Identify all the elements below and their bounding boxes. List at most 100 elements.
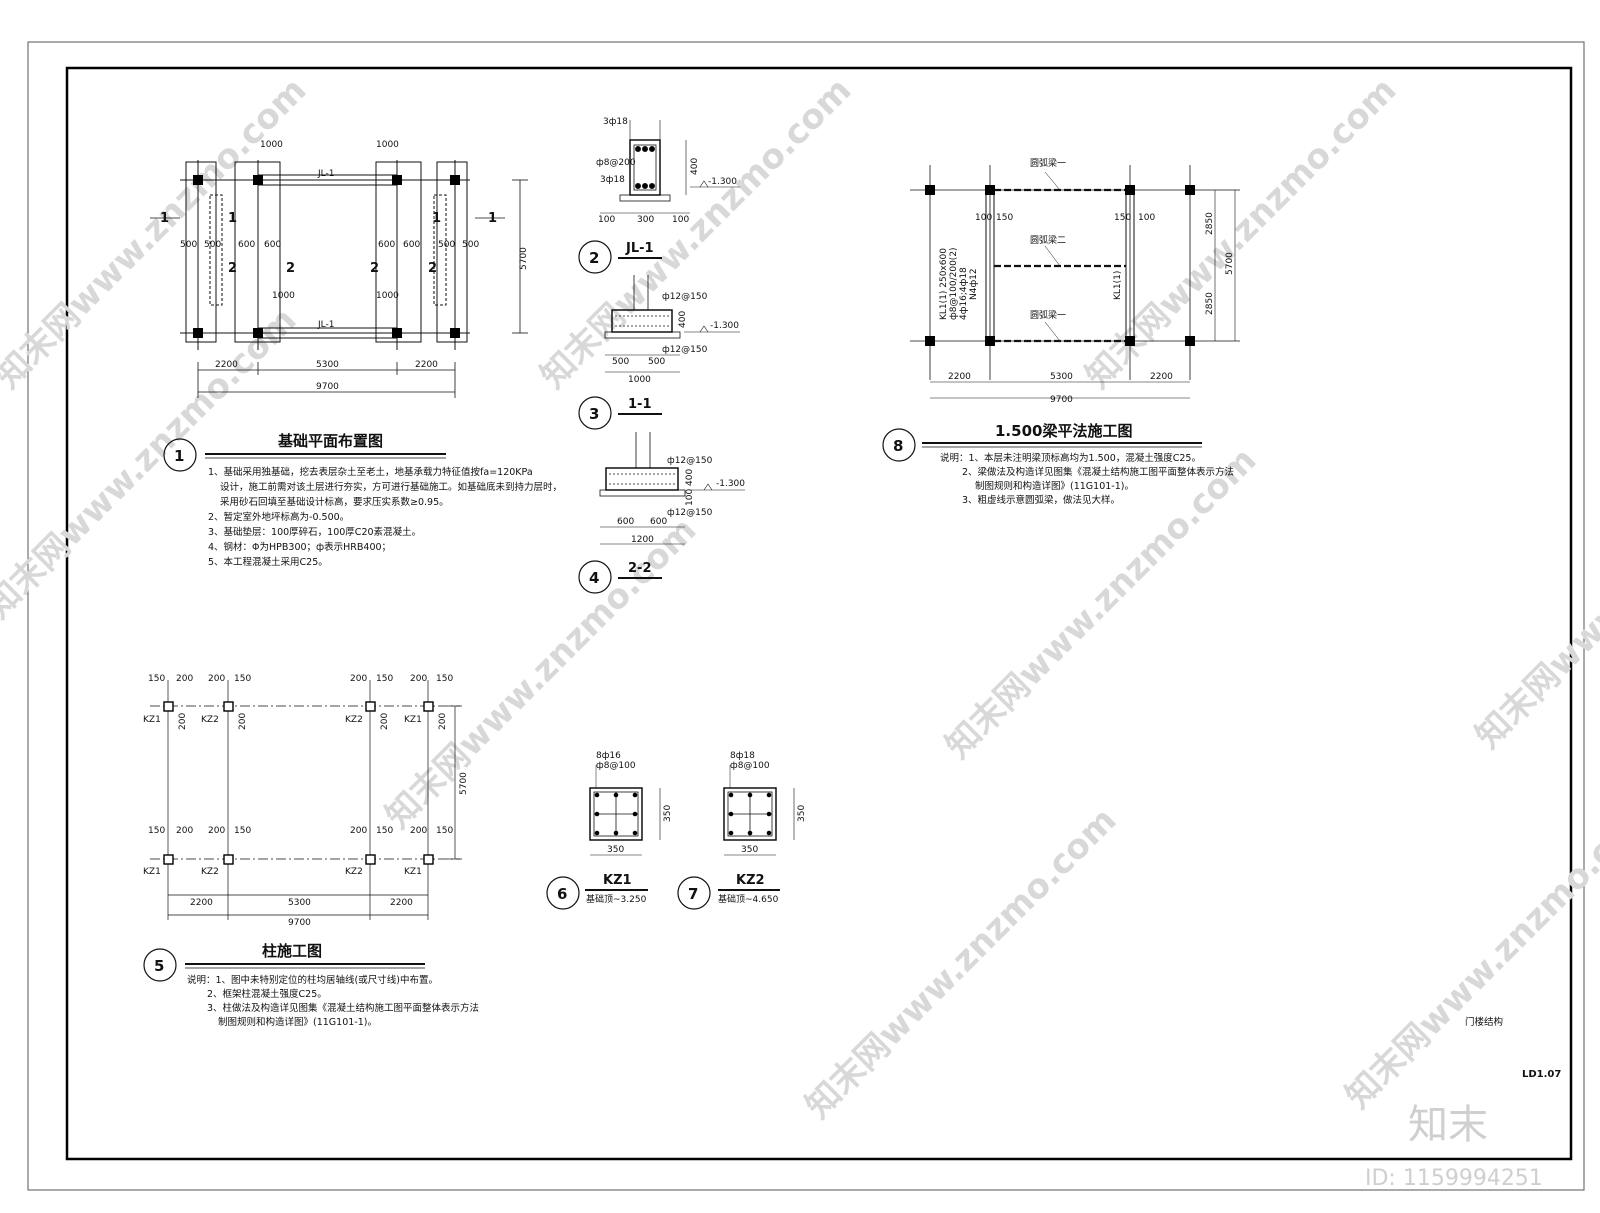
svg-text:6: 6 (557, 885, 567, 903)
svg-text:400: 400 (678, 311, 688, 328)
outer-border (27, 41, 1585, 1191)
svg-text:400: 400 (685, 469, 695, 486)
svg-text:600: 600 (403, 240, 420, 250)
svg-text:200: 200 (410, 826, 427, 836)
column-plan-columns (163, 701, 434, 865)
svg-text:KZ2: KZ2 (201, 715, 219, 725)
svg-text:2: 2 (228, 261, 237, 276)
svg-text:ф12@150: ф12@150 (667, 508, 713, 518)
watermark-text: 知末网www.znzmo.com (798, 800, 1124, 1126)
svg-text:设计，施工前需对该土层进行夯实，方可进行基础施工。如基础底未: 设计，施工前需对该土层进行夯实，方可进行基础施工。如基础底未到持力层时， (220, 481, 562, 493)
svg-text:1000: 1000 (260, 140, 283, 150)
svg-text:1: 1 (432, 211, 441, 226)
svg-text:150: 150 (376, 674, 393, 684)
svg-text:KL1(1) 250x600: KL1(1) 250x600 (939, 248, 949, 320)
svg-text:200: 200 (438, 713, 448, 730)
svg-text:8ф16: 8ф16 (596, 751, 621, 761)
svg-text:1: 1 (228, 211, 237, 226)
svg-text:-1.300: -1.300 (708, 177, 737, 187)
svg-text:-1.300: -1.300 (716, 479, 745, 489)
svg-text:KZ2: KZ2 (201, 867, 219, 877)
svg-text:2、暂定室外地坪标高为-0.500。: 2、暂定室外地坪标高为-0.500。 (208, 511, 349, 523)
foundation-notes: 1、基础采用独基础，挖去表层杂土至老土，地基承载力特征值按fa=120KPa 设… (208, 466, 562, 568)
beam-plan-columns (925, 185, 1195, 346)
drawing-name: 门楼结构 (1465, 1016, 1503, 1028)
svg-text:ф12@150: ф12@150 (662, 345, 708, 355)
svg-text:3ф18: 3ф18 (600, 175, 625, 185)
svg-text:2-2: 2-2 (628, 561, 652, 576)
svg-text:ф12@150: ф12@150 (662, 292, 708, 302)
svg-text:150: 150 (234, 674, 251, 684)
svg-text:制图规则和构造详图》(11G101-1)。: 制图规则和构造详图》(11G101-1)。 (975, 480, 1134, 492)
svg-text:500: 500 (612, 357, 629, 367)
svg-text:2、框架柱混凝土强度C25。: 2、框架柱混凝土强度C25。 (207, 988, 327, 1000)
svg-text:8: 8 (893, 437, 903, 455)
svg-text:5300: 5300 (288, 898, 311, 908)
section-11-text: ф12@150 ф12@150 400 -1.300 500 500 1000 (612, 292, 739, 385)
svg-text:500: 500 (180, 240, 197, 250)
svg-text:9700: 9700 (1050, 395, 1073, 405)
section-22-title: 4 2-2 (578, 560, 662, 594)
svg-text:600: 600 (378, 240, 395, 250)
column-plan-notes: 说明：1、图中未特别定位的柱均居轴线(或尺寸线)中布置。 2、框架柱混凝土强度C… (187, 974, 479, 1028)
svg-text:7: 7 (688, 885, 698, 903)
column-plan (150, 680, 462, 920)
svg-text:KZ1: KZ1 (143, 715, 161, 725)
section-11 (604, 275, 740, 373)
svg-text:100: 100 (685, 489, 695, 506)
svg-text:KZ2: KZ2 (736, 873, 765, 888)
svg-text:1: 1 (174, 447, 184, 465)
svg-text:KZ1: KZ1 (404, 715, 422, 725)
svg-text:2200: 2200 (415, 360, 438, 370)
svg-text:3: 3 (589, 405, 599, 423)
svg-text:基础顶~4.650: 基础顶~4.650 (718, 893, 779, 905)
svg-text:ф8@100/200(2): ф8@100/200(2) (949, 247, 959, 320)
sheet-number: LD1.07 (1522, 1069, 1561, 1080)
svg-text:5、本工程混凝土采用C25。: 5、本工程混凝土采用C25。 (208, 556, 328, 568)
svg-text:圆弧梁一: 圆弧梁一 (1030, 309, 1066, 321)
svg-text:200: 200 (176, 674, 193, 684)
svg-text:2200: 2200 (215, 360, 238, 370)
svg-text:1: 1 (488, 211, 497, 226)
svg-text:4: 4 (589, 569, 599, 587)
svg-text:100: 100 (598, 215, 615, 225)
kz1-text: 8ф16 ф8@100 350 350 (596, 751, 673, 855)
svg-text:4ф16;4ф18: 4ф16;4ф18 (959, 267, 969, 320)
section-jl1-text: 3ф18 ф8@200 3ф18 400 -1.300 100 300 100 (596, 117, 737, 225)
svg-text:200: 200 (238, 713, 248, 730)
svg-text:2: 2 (286, 261, 295, 276)
svg-text:350: 350 (741, 845, 758, 855)
svg-text:JL-1: JL-1 (317, 169, 334, 179)
svg-text:2: 2 (370, 261, 379, 276)
section-11-title: 3 1-1 (578, 396, 662, 430)
svg-text:制图规则和构造详图》(11G101-1)。: 制图规则和构造详图》(11G101-1)。 (218, 1016, 377, 1028)
svg-text:3、柱做法及构造详见图集《混凝土结构施工图平面整体表示方法: 3、柱做法及构造详见图集《混凝土结构施工图平面整体表示方法 (207, 1002, 479, 1014)
svg-text:圆弧梁一: 圆弧梁一 (1030, 157, 1066, 169)
svg-text:2850: 2850 (1205, 292, 1215, 315)
svg-text:2200: 2200 (948, 372, 971, 382)
svg-text:2、梁做法及构造详见图集《混凝土结构施工图平面整体表示方法: 2、梁做法及构造详见图集《混凝土结构施工图平面整体表示方法 (962, 466, 1234, 478)
svg-text:200: 200 (350, 674, 367, 684)
svg-text:1000: 1000 (628, 375, 651, 385)
svg-text:350: 350 (607, 845, 624, 855)
svg-text:2: 2 (428, 261, 437, 276)
svg-text:500: 500 (462, 240, 479, 250)
svg-text:说明：1、图中未特别定位的柱均居轴线(或尺寸线)中布置。: 说明：1、图中未特别定位的柱均居轴线(或尺寸线)中布置。 (187, 974, 438, 986)
svg-text:5700: 5700 (459, 772, 469, 795)
svg-text:3ф18: 3ф18 (603, 117, 628, 127)
kz1-title: 6 KZ1 基础顶~3.250 (546, 873, 648, 910)
section-jl1-title: 2 JL-1 (578, 240, 662, 274)
brand-watermark: 知末 (1408, 1102, 1488, 1148)
svg-text:500: 500 (438, 240, 455, 250)
kz2-title: 7 KZ2 基础顶~4.650 (677, 873, 780, 910)
svg-text:基础顶~3.250: 基础顶~3.250 (586, 893, 647, 905)
svg-text:200: 200 (176, 826, 193, 836)
svg-text:JL-1: JL-1 (317, 320, 334, 330)
svg-text:150: 150 (148, 674, 165, 684)
svg-text:说明：1、本层未注明梁顶标高均为1.500，混凝土强度C25: 说明：1、本层未注明梁顶标高均为1.500，混凝土强度C25。 (940, 452, 1201, 464)
svg-text:KL1(1): KL1(1) (1113, 271, 1123, 300)
kz2-detail (723, 765, 795, 856)
svg-text:400: 400 (690, 158, 700, 175)
svg-text:600: 600 (264, 240, 281, 250)
